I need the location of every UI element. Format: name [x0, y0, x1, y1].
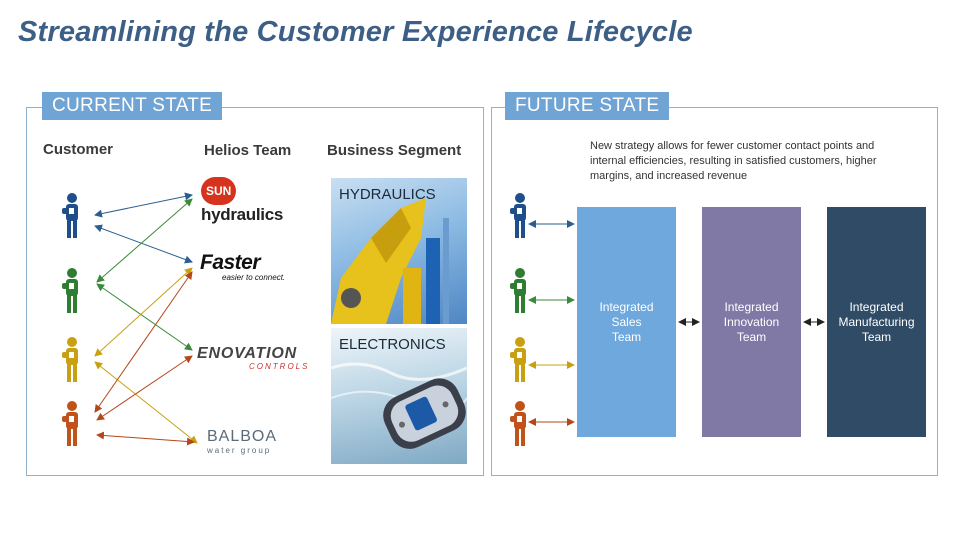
hydraulics-label: HYDRAULICS — [339, 186, 436, 203]
arrow-yellow-balboa — [95, 362, 197, 443]
arrow-blue-faster — [95, 226, 192, 262]
electronics-label: ELECTRONICS — [339, 336, 446, 353]
arrow-orange-balboa — [97, 435, 194, 442]
